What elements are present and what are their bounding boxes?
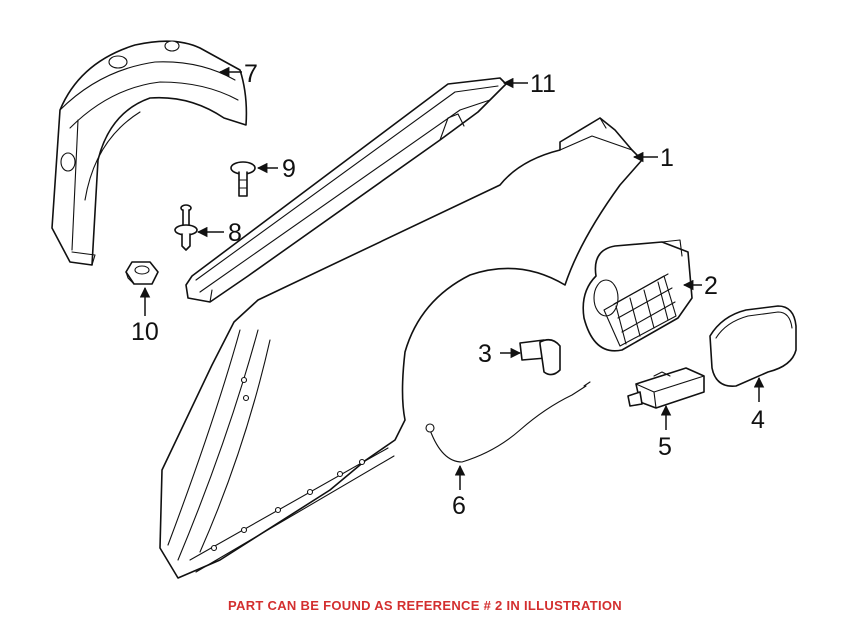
callout-5: 5 [658, 433, 672, 461]
callout-9: 9 [282, 155, 296, 183]
callout-8: 8 [228, 219, 242, 247]
callout-6: 6 [452, 492, 466, 520]
fuel-filler-housing [582, 239, 693, 352]
release-cable [425, 381, 591, 463]
fuel-door [709, 305, 797, 387]
callout-1: 1 [660, 144, 674, 172]
expansion-rivet [174, 204, 198, 251]
callout-3: 3 [478, 340, 492, 368]
callout-11: 11 [530, 70, 556, 98]
rocker-panel-strip [185, 77, 507, 303]
push-clip [230, 161, 256, 197]
door-actuator [627, 367, 705, 409]
callout-10: 10 [131, 318, 159, 346]
callout-2: 2 [704, 272, 718, 300]
wheel-housing-liner [51, 40, 248, 266]
quarter-panel [159, 117, 643, 579]
callout-7: 7 [244, 60, 258, 88]
hex-nut [125, 261, 159, 285]
callout-leaders [139, 66, 765, 490]
callout-4: 4 [751, 406, 765, 434]
bumper-stop [519, 338, 561, 376]
reference-note: PART CAN BE FOUND AS REFERENCE # 2 IN IL… [228, 598, 622, 613]
